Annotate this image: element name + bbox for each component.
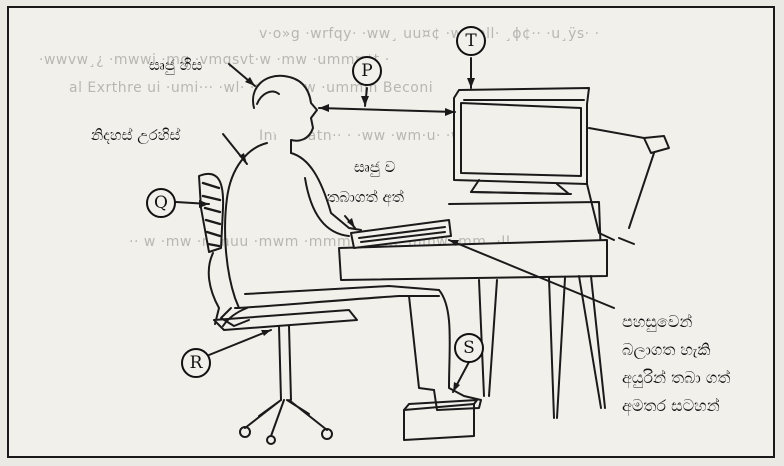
marker-q: Q [146, 188, 176, 218]
marker-p: P [352, 56, 382, 86]
marker-t: T [456, 26, 486, 56]
label-relaxed-shoulders: නිදහස් උරහිස් [91, 128, 180, 143]
note-label: පහසුවෙන් බලාගත හැකි අයුරින් තබා ගත් අමතර… [622, 308, 730, 420]
note-line: අයුරින් තබා ගත් [622, 364, 730, 392]
seated-person [221, 76, 481, 410]
diagram-frame: v·o»g ·wrfqy· ·ww¸ uu¤¢ ·wqmll· ¸ɸ¢·· ·u… [7, 6, 775, 458]
keyboard [351, 220, 451, 248]
label-straight-wrist-line-1: සෘජු ව [354, 160, 395, 175]
marker-s: S [454, 333, 484, 363]
marker-r: R [181, 348, 211, 378]
note-line: පහසුවෙන් [622, 308, 730, 336]
note-line: අමතර සටහන් [622, 392, 730, 420]
label-correct-head: සෘජු හිස [149, 58, 202, 73]
footrest [404, 400, 477, 440]
label-straight-wrist-line-2: තබාගත් අත් [327, 190, 404, 205]
computer-monitor [454, 88, 589, 194]
note-line: බලාගත හැකි [622, 336, 730, 364]
